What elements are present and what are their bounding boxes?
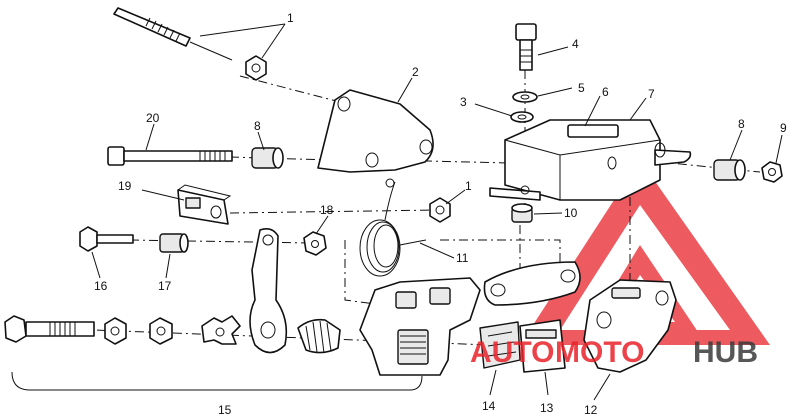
callout-7: 7: [648, 87, 655, 101]
callout-1-middle: 1: [465, 179, 472, 193]
nut-middle: [429, 197, 451, 223]
shim-plate: [483, 261, 581, 306]
adjuster-assembly: [4, 315, 341, 354]
watermark-hub: HUB: [693, 336, 758, 369]
bolt-small: [79, 226, 134, 252]
callout-17: 17: [158, 279, 172, 293]
callout-9: 9: [780, 121, 787, 135]
callout-12: 12: [584, 403, 598, 417]
leader-lines: [91, 23, 783, 401]
callout-6: 6: [602, 85, 609, 99]
callout-5: 5: [578, 81, 585, 95]
callout-16: 16: [94, 279, 108, 293]
spacer-small: [159, 233, 189, 253]
callout-labels: 1 2 3 4 5 6 7 8 9 20 8 19 1 18 10 11 16 …: [94, 11, 787, 417]
group-bracket-15: [11, 371, 423, 391]
callout-3: 3: [460, 95, 467, 109]
outer-plate: [583, 279, 677, 373]
callout-13: 13: [540, 401, 554, 415]
bushing: [511, 203, 533, 223]
nut-right: [761, 161, 783, 183]
callout-19: 19: [118, 179, 132, 193]
brake-pad: [519, 319, 566, 373]
nut-lever: [303, 231, 327, 256]
spacer-left: [251, 147, 284, 169]
callout-8-left: 8: [254, 119, 261, 133]
callout-1-top: 1: [287, 11, 294, 25]
callout-4: 4: [572, 37, 579, 51]
actuator-lever: [249, 228, 288, 354]
spacer-right: [713, 159, 746, 181]
torsion-spring: [359, 178, 427, 277]
nut-top: [245, 55, 267, 81]
callout-15: 15: [218, 403, 232, 417]
caliper-body: [359, 277, 481, 376]
throttle-cable: [113, 7, 233, 61]
callout-20: 20: [146, 111, 160, 125]
bolt-long: [107, 146, 233, 166]
brake-pad-friction: [479, 321, 521, 369]
watermark-text: AUTO MOTO HUB: [470, 336, 758, 369]
watermark-auto: AUTO: [470, 336, 554, 369]
callout-2: 2: [412, 65, 419, 79]
mounting-bracket: [317, 89, 434, 173]
washers: [510, 91, 538, 123]
callout-14: 14: [482, 399, 496, 413]
watermark-moto: MOTO: [555, 336, 644, 369]
bolt-vertical: [515, 23, 537, 71]
callout-11: 11: [456, 251, 469, 265]
caliper-housing: [489, 119, 692, 201]
callout-8-right: 8: [738, 117, 745, 131]
callout-10: 10: [564, 206, 578, 220]
cable-clamp: [177, 184, 232, 225]
callout-18: 18: [320, 203, 334, 217]
